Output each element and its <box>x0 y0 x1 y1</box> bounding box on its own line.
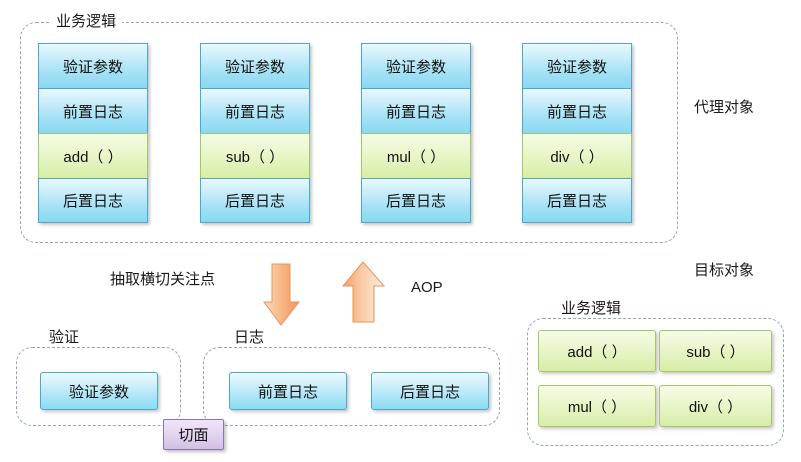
up-block-arrow-icon <box>341 260 389 326</box>
proxy-column-sub: 验证参数 前置日志 sub（ ） 后置日志 <box>200 43 310 223</box>
proxy-column-div: 验证参数 前置日志 div（ ） 后置日志 <box>522 43 632 223</box>
validate-group-label: 验证 <box>43 330 86 346</box>
log-group <box>203 347 500 426</box>
proxy-cell-after-log: 后置日志 <box>361 178 471 223</box>
proxy-cell-before-log: 前置日志 <box>38 88 148 133</box>
proxy-cell-after-log: 后置日志 <box>38 178 148 223</box>
after-log-box: 后置日志 <box>371 372 489 410</box>
proxy-object-group <box>20 22 678 243</box>
proxy-cell-before-log: 前置日志 <box>361 88 471 133</box>
validate-group <box>16 347 181 426</box>
target-object-side-label: 目标对象 <box>694 262 755 279</box>
target-object-group <box>527 318 784 446</box>
proxy-cell-validate: 验证参数 <box>200 43 310 88</box>
target-method-div: div（ ） <box>659 385 772 427</box>
target-method-sub: sub（ ） <box>659 330 772 372</box>
proxy-object-side-label: 代理对象 <box>694 99 755 116</box>
proxy-cell-validate: 验证参数 <box>361 43 471 88</box>
proxy-column-mul: 验证参数 前置日志 mul（ ） 后置日志 <box>361 43 471 223</box>
target-method-mul: mul（ ） <box>538 385 656 427</box>
proxy-cell-validate: 验证参数 <box>522 43 632 88</box>
log-group-label: 日志 <box>228 330 271 346</box>
extract-crosscutting-label: 抽取横切关注点 <box>110 271 216 288</box>
proxy-object-group-label: 业务逻辑 <box>50 14 123 30</box>
proxy-cell-after-log: 后置日志 <box>522 178 632 223</box>
aspect-badge: 切面 <box>163 419 224 450</box>
target-method-add: add（ ） <box>538 330 656 372</box>
proxy-cell-method: mul（ ） <box>361 133 471 178</box>
proxy-column-add: 验证参数 前置日志 add（ ） 后置日志 <box>38 43 148 223</box>
proxy-cell-before-log: 前置日志 <box>522 88 632 133</box>
target-business-logic-label: 业务逻辑 <box>555 301 628 317</box>
proxy-cell-after-log: 后置日志 <box>200 178 310 223</box>
proxy-cell-validate: 验证参数 <box>38 43 148 88</box>
aop-label: AOP <box>411 279 443 296</box>
proxy-cell-method: sub（ ） <box>200 133 310 178</box>
proxy-cell-before-log: 前置日志 <box>200 88 310 133</box>
down-block-arrow-icon <box>263 262 303 328</box>
before-log-box: 前置日志 <box>229 372 347 410</box>
proxy-cell-method: add（ ） <box>38 133 148 178</box>
proxy-cell-method: div（ ） <box>522 133 632 178</box>
validate-param-box: 验证参数 <box>40 372 158 410</box>
